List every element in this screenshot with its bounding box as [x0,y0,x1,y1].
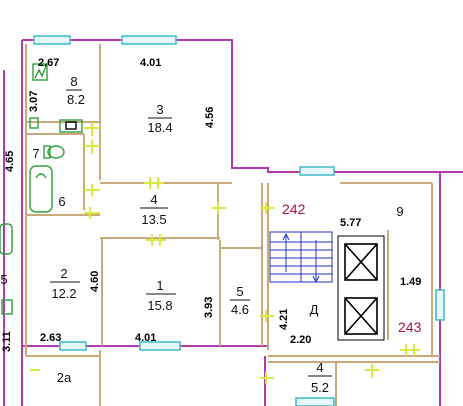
dim-4-60: 4.60 [89,271,101,292]
dim-2-67: 2.67 [38,57,59,69]
stair-letter-label: Д [310,302,319,317]
elevators [337,235,385,341]
room-4-number: 4 [150,192,157,207]
room-6-number: 6 [58,194,65,209]
door-242b [260,310,274,322]
door-lower-2 [260,372,274,384]
left-fixture [0,223,13,255]
door-242 [260,202,274,214]
door-bath [84,140,100,154]
room-8-area: 8.2 [67,92,85,107]
room-8-number: 8 [70,74,77,89]
door-lower-1 [365,364,379,378]
dim-4-01-bottom: 4.01 [135,332,156,344]
stair-arrow-up [282,232,290,272]
dim-3-07: 3.07 [28,91,40,112]
window-right [435,289,445,321]
sink [59,119,83,133]
stairwell [269,231,333,284]
door-5 [212,202,226,214]
room-4-area: 13.5 [141,212,166,227]
room-3-number: 3 [156,102,163,117]
apartment-242-label: 242 [282,201,306,217]
window-bottom-1 [59,341,87,351]
room-5-number: 5 [236,284,243,299]
wall-right-upper [231,40,441,406]
bath-fixtures [0,63,83,315]
window-top-2 [121,35,177,45]
dim-4-56: 4.56 [204,107,216,128]
windows [33,35,445,406]
dim-3-93: 3.93 [203,297,215,318]
window-top-1 [33,35,71,45]
room-1-area: 15.8 [147,298,172,313]
dim-4-65: 4.65 [4,151,16,172]
room-9-number: 9 [396,204,403,219]
dim-5-77: 5.77 [340,217,361,229]
room-2-number: 2 [60,266,67,281]
left-box [1,299,13,315]
door-3 [84,122,100,136]
room-2a-number: 2а [57,370,72,385]
bathtub [29,165,53,213]
lift-2 [344,297,378,335]
room-1-number: 1 [156,278,163,293]
lift-shaft [337,235,385,341]
lift-1 [344,243,378,281]
door-bath-2 [84,184,100,196]
dim-3-11: 3.11 [1,331,13,352]
edge-room-5-number: 5 [0,272,7,287]
door-4 [144,177,164,189]
toilet [47,145,65,159]
dim-4-01-top: 4.01 [140,57,161,69]
sink-bowl [65,121,77,130]
room-3-area: 18.4 [147,120,172,135]
boiler-box [32,63,48,81]
stair-arrow-down [312,240,320,284]
room-4b-number: 4 [316,360,323,375]
toilet-tank [43,145,51,159]
window-bottom-3 [295,397,335,406]
corner-box [29,117,39,129]
dim-2-20: 2.20 [290,334,311,346]
apartment-243-label: 243 [398,319,422,335]
door-1 [146,234,166,246]
room-2-area: 12.2 [51,286,76,301]
door-markers [30,122,420,384]
room-5-area: 4.6 [231,302,249,317]
dim-1-49: 1.49 [400,276,421,288]
dim-2-63: 2.63 [40,332,61,344]
window-mid [299,166,335,176]
tub-drain [35,173,47,179]
room-7-number: 7 [32,146,39,161]
window-bottom-2 [139,341,181,351]
room-4b-area: 5.2 [311,380,329,395]
door-243 [400,344,420,356]
dim-4-21: 4.21 [278,309,290,330]
door-corridor [84,207,100,219]
boiler-icon [34,65,47,79]
